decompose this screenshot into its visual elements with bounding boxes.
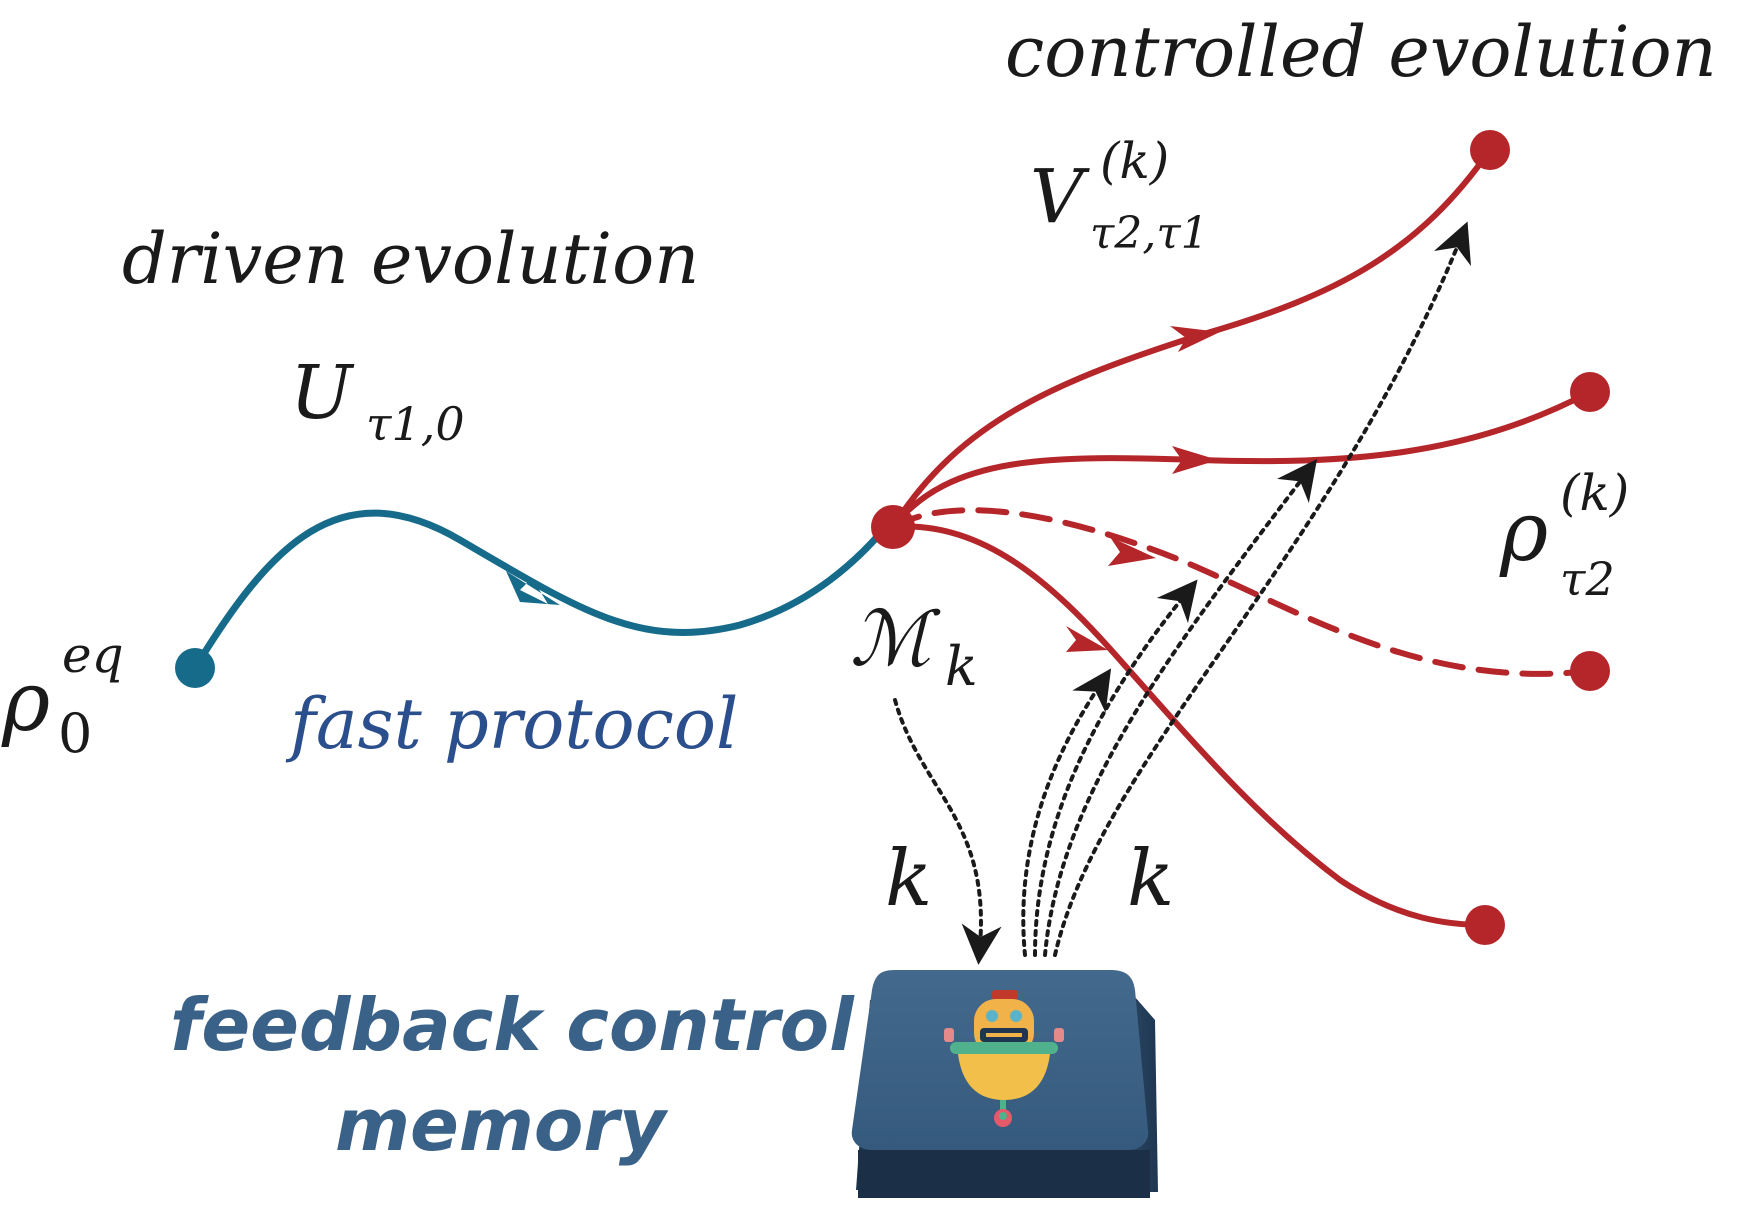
end-dot-3 [1570,651,1610,691]
V-operator-label: V (k) τ2,τ1 [1030,132,1209,259]
robot-icon [944,990,1064,1127]
dashed-arrowhead [1108,537,1156,566]
lower-arrowhead [1066,626,1108,652]
start-state-dot [175,648,215,688]
feedback-arrow-1 [1021,668,1112,957]
svg-text:0: 0 [58,702,92,765]
end-dot-1 [1470,130,1510,170]
outcome-k-up-label: k [1127,834,1174,924]
rho0-eq-label: ρ eq 0 [1,626,124,765]
rho-tau2-k-label: ρ (k) τ2 [1499,464,1629,606]
feedback-arrow-4 [1053,221,1471,957]
driven-evolution-path [191,509,897,672]
fast-protocol-label: fast protocol [285,683,738,765]
controlled-path-middle [890,389,1593,530]
measurement-outcome-arrow [893,698,1002,965]
driven-evolution-label: driven evolution [122,218,699,300]
svg-text:k: k [945,635,978,698]
svg-text:(k): (k) [1560,464,1629,522]
end-dot-4 [1465,905,1505,945]
svg-text:eq: eq [62,626,124,684]
svg-text:τ1,0: τ1,0 [366,397,465,451]
measurement-M-label: ℳ k [850,594,978,698]
controlled-evolution-label: controlled evolution [1005,11,1717,93]
upper-arrowhead [1170,326,1220,352]
controlled-path-dashed [890,507,1593,677]
svg-text:ρ: ρ [1,655,50,750]
svg-text:U: U [290,350,355,436]
measurement-node [871,505,915,549]
driven-arrowhead [506,571,560,605]
middle-arrowhead [1172,446,1218,474]
feedback-arrow-2 [1033,579,1198,957]
outcome-k-down-label: k [885,834,932,924]
memory-label: memory [335,1083,669,1167]
feedback-control-label: feedback control [170,983,855,1067]
svg-text:(k): (k) [1100,132,1169,190]
end-dot-2 [1570,372,1610,412]
svg-text:ρ: ρ [1499,485,1548,580]
svg-text:τ2,τ1: τ2,τ1 [1090,208,1209,259]
controlled-path-lower [890,523,1488,928]
svg-text:V: V [1030,154,1090,240]
svg-text:τ2: τ2 [1560,552,1615,606]
feedback-arrow-3 [1043,459,1318,957]
svg-text:ℳ: ℳ [850,594,941,683]
U-operator-label: U τ1,0 [290,350,465,451]
